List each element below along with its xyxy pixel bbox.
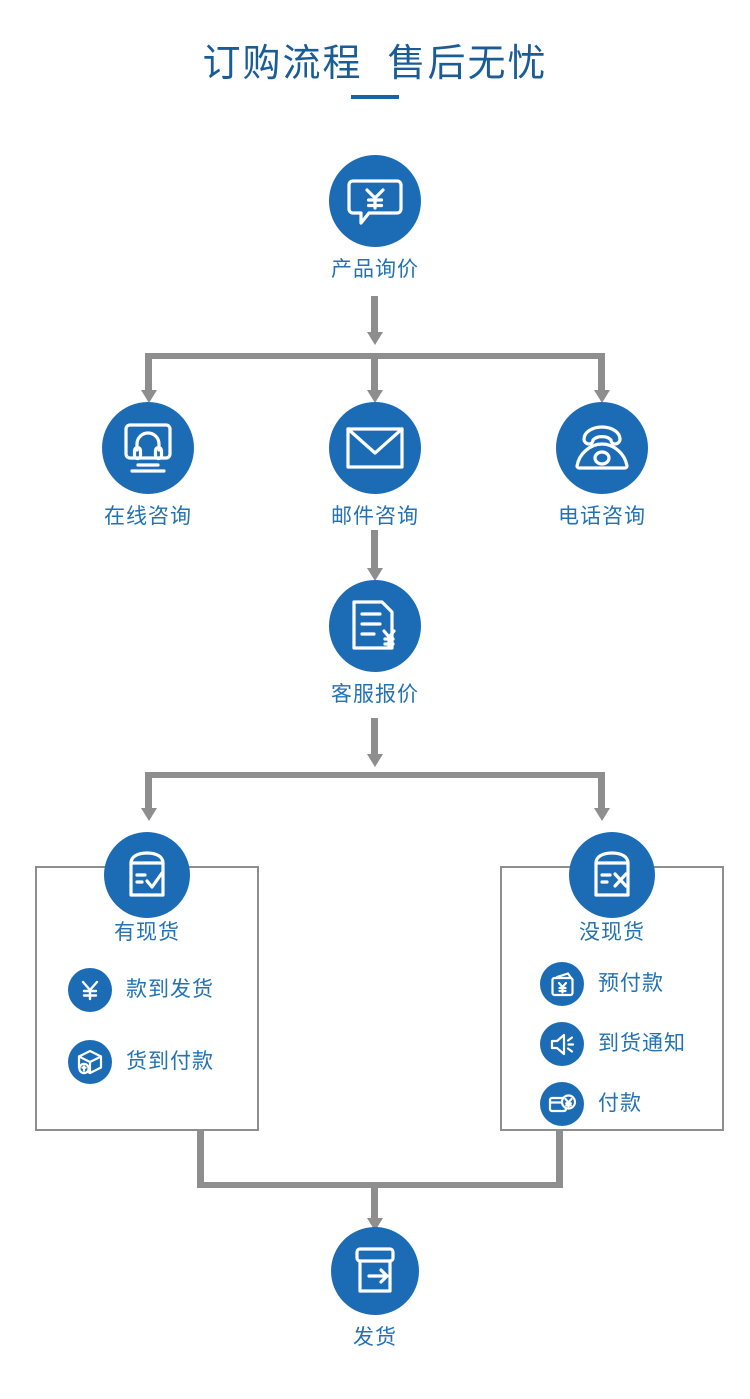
page-title: 订购流程 售后无忧 xyxy=(202,43,548,85)
node-phone-consult[interactable]: 电话咨询 xyxy=(556,402,648,530)
connector-stem-out-of-stock xyxy=(598,772,605,810)
connector-bar-two-way xyxy=(145,772,605,778)
monitor-headset-icon xyxy=(102,402,194,494)
invoice-yen-icon xyxy=(329,580,421,672)
connector-stem-left-merge xyxy=(197,1129,204,1185)
node-email-consult[interactable]: 邮件咨询 xyxy=(329,402,421,530)
node-label: 发货 xyxy=(353,1326,397,1349)
list-item[interactable]: 款到发货 xyxy=(68,968,268,1012)
node-label: 在线咨询 xyxy=(104,505,192,528)
list-item-label: 款到发货 xyxy=(126,978,214,1001)
list-item-label: 预付款 xyxy=(598,972,664,995)
list-item[interactable]: 到货通知 xyxy=(540,1022,740,1066)
speaker-notify-icon xyxy=(540,1022,584,1066)
option-list-out-of-stock: 预付款 到货通知 xyxy=(540,962,740,1126)
option-list-in-stock: 款到发货 货到付款 xyxy=(68,968,268,1084)
connector-bar-merge xyxy=(197,1182,563,1188)
connector-arrowhead-in-stock xyxy=(140,808,157,821)
connector-arrowhead-quote-down xyxy=(366,754,383,767)
speech-bubble-yen-icon xyxy=(329,155,421,247)
connector-stem-quote-down xyxy=(371,718,378,756)
connector-stem-email-to-quote xyxy=(371,530,378,570)
option-box-title-out-of-stock: 没现货 xyxy=(579,921,645,944)
connector-arrowhead-email xyxy=(366,390,383,403)
list-item-label: 货到付款 xyxy=(126,1050,214,1073)
node-product-inquiry[interactable]: 产品询价 xyxy=(329,155,421,283)
node-label: 客服报价 xyxy=(331,683,419,706)
node-service-quote[interactable]: 客服报价 xyxy=(329,580,421,708)
yen-circle-icon xyxy=(68,968,112,1012)
title-underline-rule xyxy=(351,95,399,99)
connector-stem-right-merge xyxy=(556,1129,563,1185)
connector-stem-to-ship xyxy=(371,1182,378,1220)
wallet-yen-icon xyxy=(540,962,584,1006)
box-cross-icon xyxy=(569,832,655,918)
telephone-icon xyxy=(556,402,648,494)
connector-arrowhead-start-down xyxy=(366,332,383,345)
connector-arrowhead-phone xyxy=(593,390,610,403)
connector-stem-email xyxy=(371,353,378,392)
node-label: 邮件咨询 xyxy=(331,505,419,528)
node-out-of-stock[interactable] xyxy=(569,832,655,918)
card-yen-icon xyxy=(540,1082,584,1126)
list-item[interactable]: 付款 xyxy=(540,1082,740,1126)
node-ship[interactable]: 发货 xyxy=(331,1227,419,1351)
list-item-label: 到货通知 xyxy=(598,1032,686,1055)
node-online-consult[interactable]: 在线咨询 xyxy=(102,402,194,530)
node-in-stock[interactable] xyxy=(104,832,190,918)
box-check-icon xyxy=(104,832,190,918)
connector-stem-online xyxy=(145,353,152,392)
connector-arrowhead-online xyxy=(140,390,157,403)
list-item[interactable]: 货到付款 xyxy=(68,1040,268,1084)
connector-stem-phone xyxy=(598,353,605,392)
node-label: 电话咨询 xyxy=(558,505,646,528)
envelope-icon xyxy=(329,402,421,494)
connector-stem-in-stock xyxy=(145,772,152,810)
connector-arrowhead-out-of-stock xyxy=(593,808,610,821)
connector-arrowhead-email-to-quote xyxy=(366,568,383,581)
list-item[interactable]: 预付款 xyxy=(540,962,740,1006)
node-label: 产品询价 xyxy=(331,258,419,281)
parcel-coin-icon xyxy=(68,1040,112,1084)
connector-stem-start-down xyxy=(371,296,378,334)
option-box-title-in-stock: 有现货 xyxy=(114,921,180,944)
box-arrow-out-icon xyxy=(331,1227,419,1315)
list-item-label: 付款 xyxy=(598,1092,642,1115)
